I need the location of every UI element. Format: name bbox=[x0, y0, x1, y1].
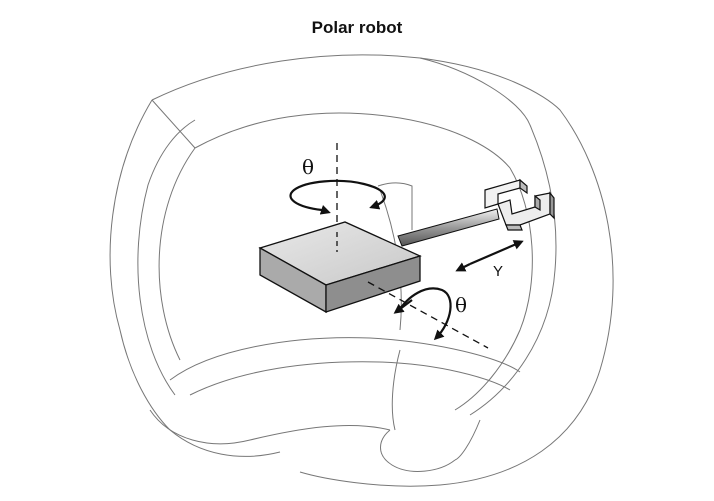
envelope-inner-shell bbox=[158, 147, 196, 361]
envelope-bottom-sweep bbox=[149, 409, 391, 445]
envelope-bottom-hook bbox=[380, 429, 456, 472]
pitch-rotation-arrow bbox=[393, 287, 452, 341]
envelope-right-inner bbox=[454, 167, 533, 411]
theta-label-side: θ bbox=[455, 293, 467, 317]
envelope-outer-shell bbox=[151, 54, 614, 487]
y-label: Y bbox=[493, 263, 503, 280]
block-side-face bbox=[325, 255, 421, 313]
envelope-outer-left bbox=[109, 99, 171, 431]
envelope-lower-band-2 bbox=[189, 361, 511, 396]
base-block bbox=[258, 221, 422, 314]
envelope-top-cut bbox=[151, 99, 196, 149]
work-envelope bbox=[109, 54, 614, 487]
envelope-lower-band bbox=[169, 337, 521, 381]
y-extension-arrow bbox=[455, 240, 524, 272]
envelope-right-sweep bbox=[419, 57, 557, 416]
envelope-bottom-hook-2 bbox=[391, 349, 401, 431]
envelope-center-notch bbox=[377, 182, 413, 230]
telescoping-arm bbox=[397, 208, 500, 247]
envelope-outer-left-inner bbox=[137, 119, 196, 396]
gripper bbox=[484, 178, 555, 231]
vertical-rotation-arrow bbox=[289, 179, 386, 215]
theta-label-top: θ bbox=[302, 155, 314, 179]
diagram-title: Polar robot bbox=[311, 18, 403, 37]
envelope-bottom-sweep-2 bbox=[169, 429, 281, 457]
pitch-axis-line bbox=[367, 281, 489, 349]
envelope-top-band bbox=[194, 112, 511, 169]
envelope-right-lower bbox=[454, 419, 481, 461]
